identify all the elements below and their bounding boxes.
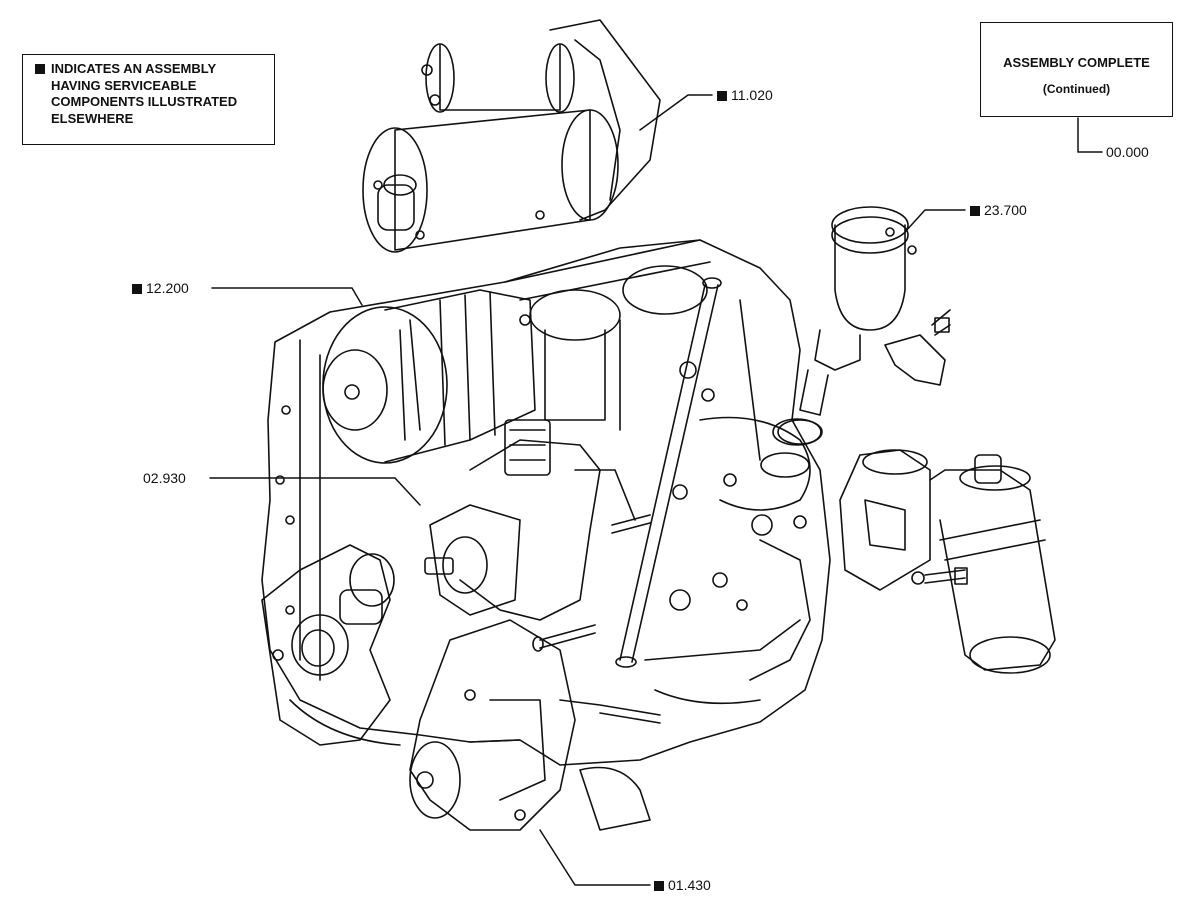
- starter-motor: [362, 19, 661, 253]
- gasket-ring: [760, 418, 822, 478]
- distributor: [777, 206, 951, 445]
- leader-line-water-pump: [539, 829, 651, 886]
- callout-label: 00.000: [1106, 144, 1149, 160]
- callout-label: 12.200: [146, 280, 189, 296]
- assembly-marker-icon: [717, 91, 727, 101]
- leader-line-alternator: [211, 287, 363, 306]
- assembly-complete-box: ASSEMBLY COMPLETE (Continued): [980, 22, 1173, 117]
- legend-text: ELSEWHERE: [51, 110, 134, 126]
- legend-line: COMPONENTS ILLUSTRATED: [35, 94, 268, 111]
- callout-distributor: 23.700: [970, 202, 1027, 218]
- leader-line-assembly-ref: [1077, 117, 1103, 153]
- callout-injection-pump: 02.930: [143, 470, 186, 486]
- leader-lines: [209, 94, 1103, 886]
- assembly-box-title: ASSEMBLY COMPLETE: [1003, 55, 1150, 70]
- legend-text: INDICATES AN ASSEMBLY: [51, 61, 217, 76]
- callout-water-pump: 01.430: [654, 877, 711, 893]
- legend-line: INDICATES AN ASSEMBLY: [35, 61, 268, 78]
- legend-line: HAVING SERVICEABLE: [35, 78, 268, 95]
- dipstick: [615, 277, 722, 668]
- assembly-marker-icon: [654, 881, 664, 891]
- callout-alternator: 12.200: [132, 280, 189, 296]
- legend-text: HAVING SERVICEABLE: [51, 77, 197, 93]
- oil-filter: [839, 449, 1056, 674]
- engine-block: [261, 239, 831, 766]
- injection-pump: [424, 419, 651, 652]
- leader-line-starter-motor: [639, 94, 713, 131]
- callout-label: 02.930: [143, 470, 186, 486]
- assembly-marker-icon: [970, 206, 980, 216]
- leader-line-distributor: [904, 209, 966, 233]
- callout-starter-motor: 11.020: [717, 87, 773, 103]
- assembly-marker-icon: [132, 284, 142, 294]
- alternator: [322, 289, 536, 464]
- legend-line: ELSEWHERE: [35, 111, 268, 128]
- assembly-box-subtitle: (Continued): [1042, 82, 1111, 96]
- water-pump: [409, 619, 661, 831]
- legend-box: INDICATES AN ASSEMBLY HAVING SERVICEABLE…: [22, 54, 275, 145]
- callout-assembly-ref: 00.000: [1106, 144, 1149, 160]
- timing-cover: [261, 544, 395, 746]
- callout-label: 01.430: [668, 877, 711, 893]
- assembly-marker-icon: [35, 64, 45, 74]
- callout-label: 11.020: [731, 87, 773, 103]
- callout-label: 23.700: [984, 202, 1027, 218]
- legend-text: COMPONENTS ILLUSTRATED: [51, 94, 238, 109]
- leader-line-injection-pump: [209, 477, 421, 506]
